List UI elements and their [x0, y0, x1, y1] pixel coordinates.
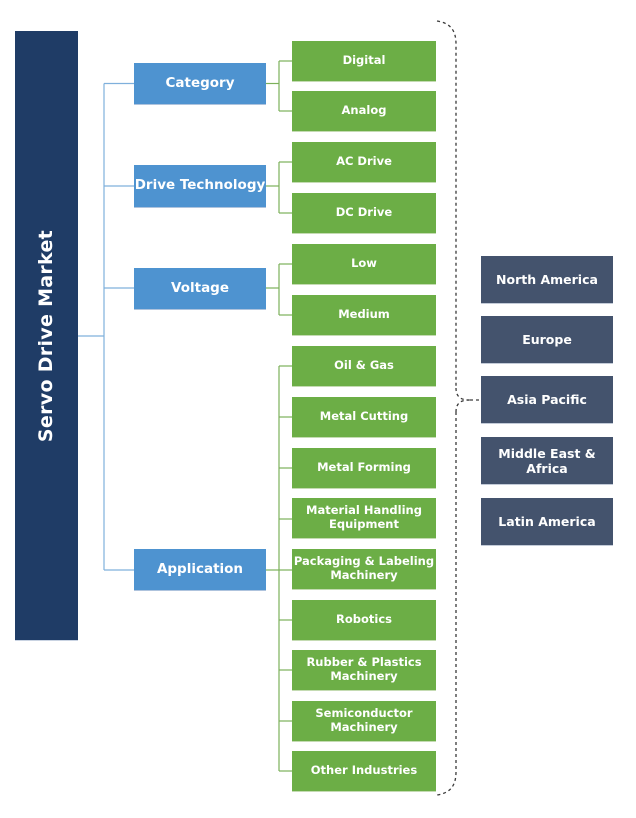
leaf-label: Other Industries	[310, 763, 418, 778]
leaf-label: Digital	[342, 53, 386, 68]
segment-label: Application	[156, 560, 244, 577]
leaf-label: Metal Cutting	[319, 409, 409, 424]
leaf-box-metal-cutting[interactable]: Metal Cutting	[292, 397, 436, 437]
region-box-middle-east-and-africa[interactable]: Middle East & Africa	[481, 437, 613, 484]
root-market-bar[interactable]: Servo Drive Market	[15, 31, 78, 640]
region-box-europe[interactable]: Europe	[481, 316, 613, 363]
leaf-label: Medium	[338, 307, 390, 322]
leaf-label: Low	[351, 256, 377, 271]
leaf-label: Oil & Gas	[334, 358, 394, 373]
leaf-box-rubber-and-plastics-machinery[interactable]: Rubber & Plastics Machinery	[292, 650, 436, 690]
region-label: Latin America	[498, 514, 596, 529]
leaf-label: DC Drive	[335, 205, 393, 220]
segment-box-category[interactable]: Category	[134, 63, 266, 104]
region-box-north-america[interactable]: North America	[481, 256, 613, 303]
region-label: Europe	[522, 332, 572, 347]
leaf-box-metal-forming[interactable]: Metal Forming	[292, 448, 436, 488]
leaf-label: Robotics	[336, 612, 392, 627]
segment-box-application[interactable]: Application	[134, 549, 266, 590]
segment-box-drive-technology[interactable]: Drive Technology	[134, 165, 266, 207]
segment-box-voltage[interactable]: Voltage	[134, 268, 266, 309]
leaf-box-dc-drive[interactable]: DC Drive	[292, 193, 436, 233]
leaf-label: Packaging & Labeling Machinery	[293, 554, 435, 582]
segment-label: Category	[165, 74, 235, 91]
region-label: North America	[496, 272, 598, 287]
leaf-label: Material Handling Equipment	[306, 503, 422, 531]
leaf-box-semiconductor-machinery[interactable]: Semiconductor Machinery	[292, 701, 436, 741]
leaf-box-medium[interactable]: Medium	[292, 295, 436, 335]
leaf-label: Metal Forming	[317, 460, 411, 475]
leaf-box-material-handling-equipment[interactable]: Material Handling Equipment	[292, 498, 436, 538]
segment-label: Drive Technology	[134, 177, 266, 194]
leaf-box-oil-and-gas[interactable]: Oil & Gas	[292, 346, 436, 386]
leaf-label: Analog	[341, 103, 387, 118]
leaf-box-low[interactable]: Low	[292, 244, 436, 284]
leaf-box-other-industries[interactable]: Other Industries	[292, 751, 436, 791]
leaf-box-ac-drive[interactable]: AC Drive	[292, 142, 436, 182]
leaf-box-analog[interactable]: Analog	[292, 91, 436, 131]
region-label: Asia Pacific	[507, 392, 587, 407]
segment-label: Voltage	[171, 279, 229, 296]
leaf-box-robotics[interactable]: Robotics	[292, 600, 436, 640]
region-box-asia-pacific[interactable]: Asia Pacific	[481, 376, 613, 423]
leaf-label: Semiconductor Machinery	[315, 706, 413, 734]
root-market-label: Servo Drive Market	[35, 229, 58, 442]
leaf-box-digital[interactable]: Digital	[292, 41, 436, 81]
leaf-box-packaging-and-labeling-machinery[interactable]: Packaging & Labeling Machinery	[292, 549, 436, 589]
region-label: Middle East & Africa	[498, 445, 596, 476]
leaf-label: AC Drive	[336, 154, 392, 169]
region-box-latin-america[interactable]: Latin America	[481, 498, 613, 545]
leaf-label: Rubber & Plastics Machinery	[306, 655, 422, 683]
